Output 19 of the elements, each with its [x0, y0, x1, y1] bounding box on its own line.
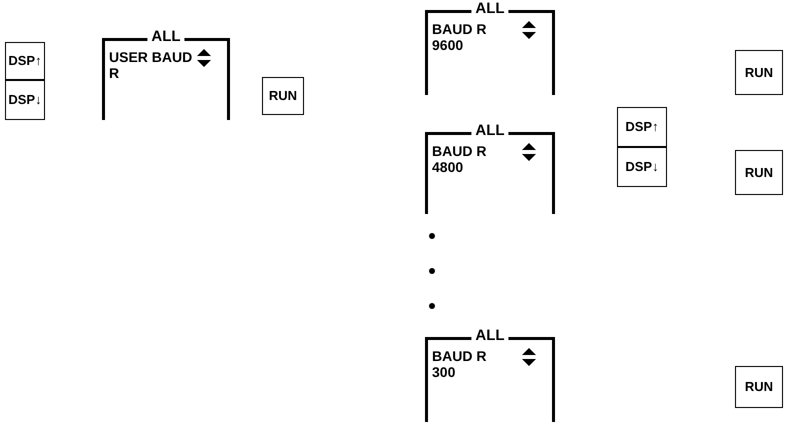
- key-button: DSP↑: [617, 107, 667, 147]
- display-text: USER BAUD R: [109, 49, 194, 81]
- key-button: DSP↑: [5, 42, 45, 80]
- display-heading: ALL: [471, 328, 509, 343]
- display-text: 300: [432, 364, 456, 380]
- display-heading: ALL: [471, 123, 509, 138]
- key-button: RUN: [735, 50, 783, 95]
- display-text: BAUD R: [432, 21, 488, 37]
- display-text: 4800: [432, 159, 464, 175]
- key-button: DSP↓: [617, 147, 667, 187]
- display-heading: ALL: [147, 29, 185, 44]
- display-text: BAUD R: [432, 143, 488, 159]
- display-text: 9600: [432, 37, 464, 53]
- key-button: RUN: [735, 366, 783, 408]
- display-text: BAUD R: [432, 348, 488, 364]
- key-button: RUN: [735, 150, 783, 195]
- key-button: RUN: [262, 77, 304, 115]
- display-heading: ALL: [471, 1, 509, 16]
- key-button: DSP↓: [5, 80, 45, 120]
